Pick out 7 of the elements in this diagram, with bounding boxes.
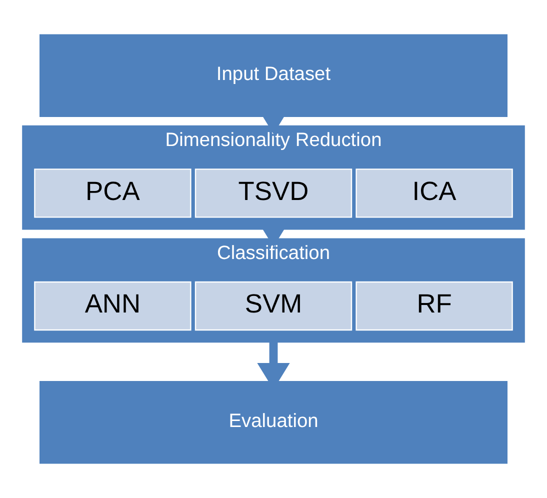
node-box: RF [356,281,513,331]
node-box: ICA [356,168,513,218]
node-box: ANN [34,281,192,331]
node-box: SVM [194,281,352,331]
node-box: TSVD [194,168,352,218]
node-box: PCA [34,168,192,218]
node-box: Evaluation [40,381,508,464]
